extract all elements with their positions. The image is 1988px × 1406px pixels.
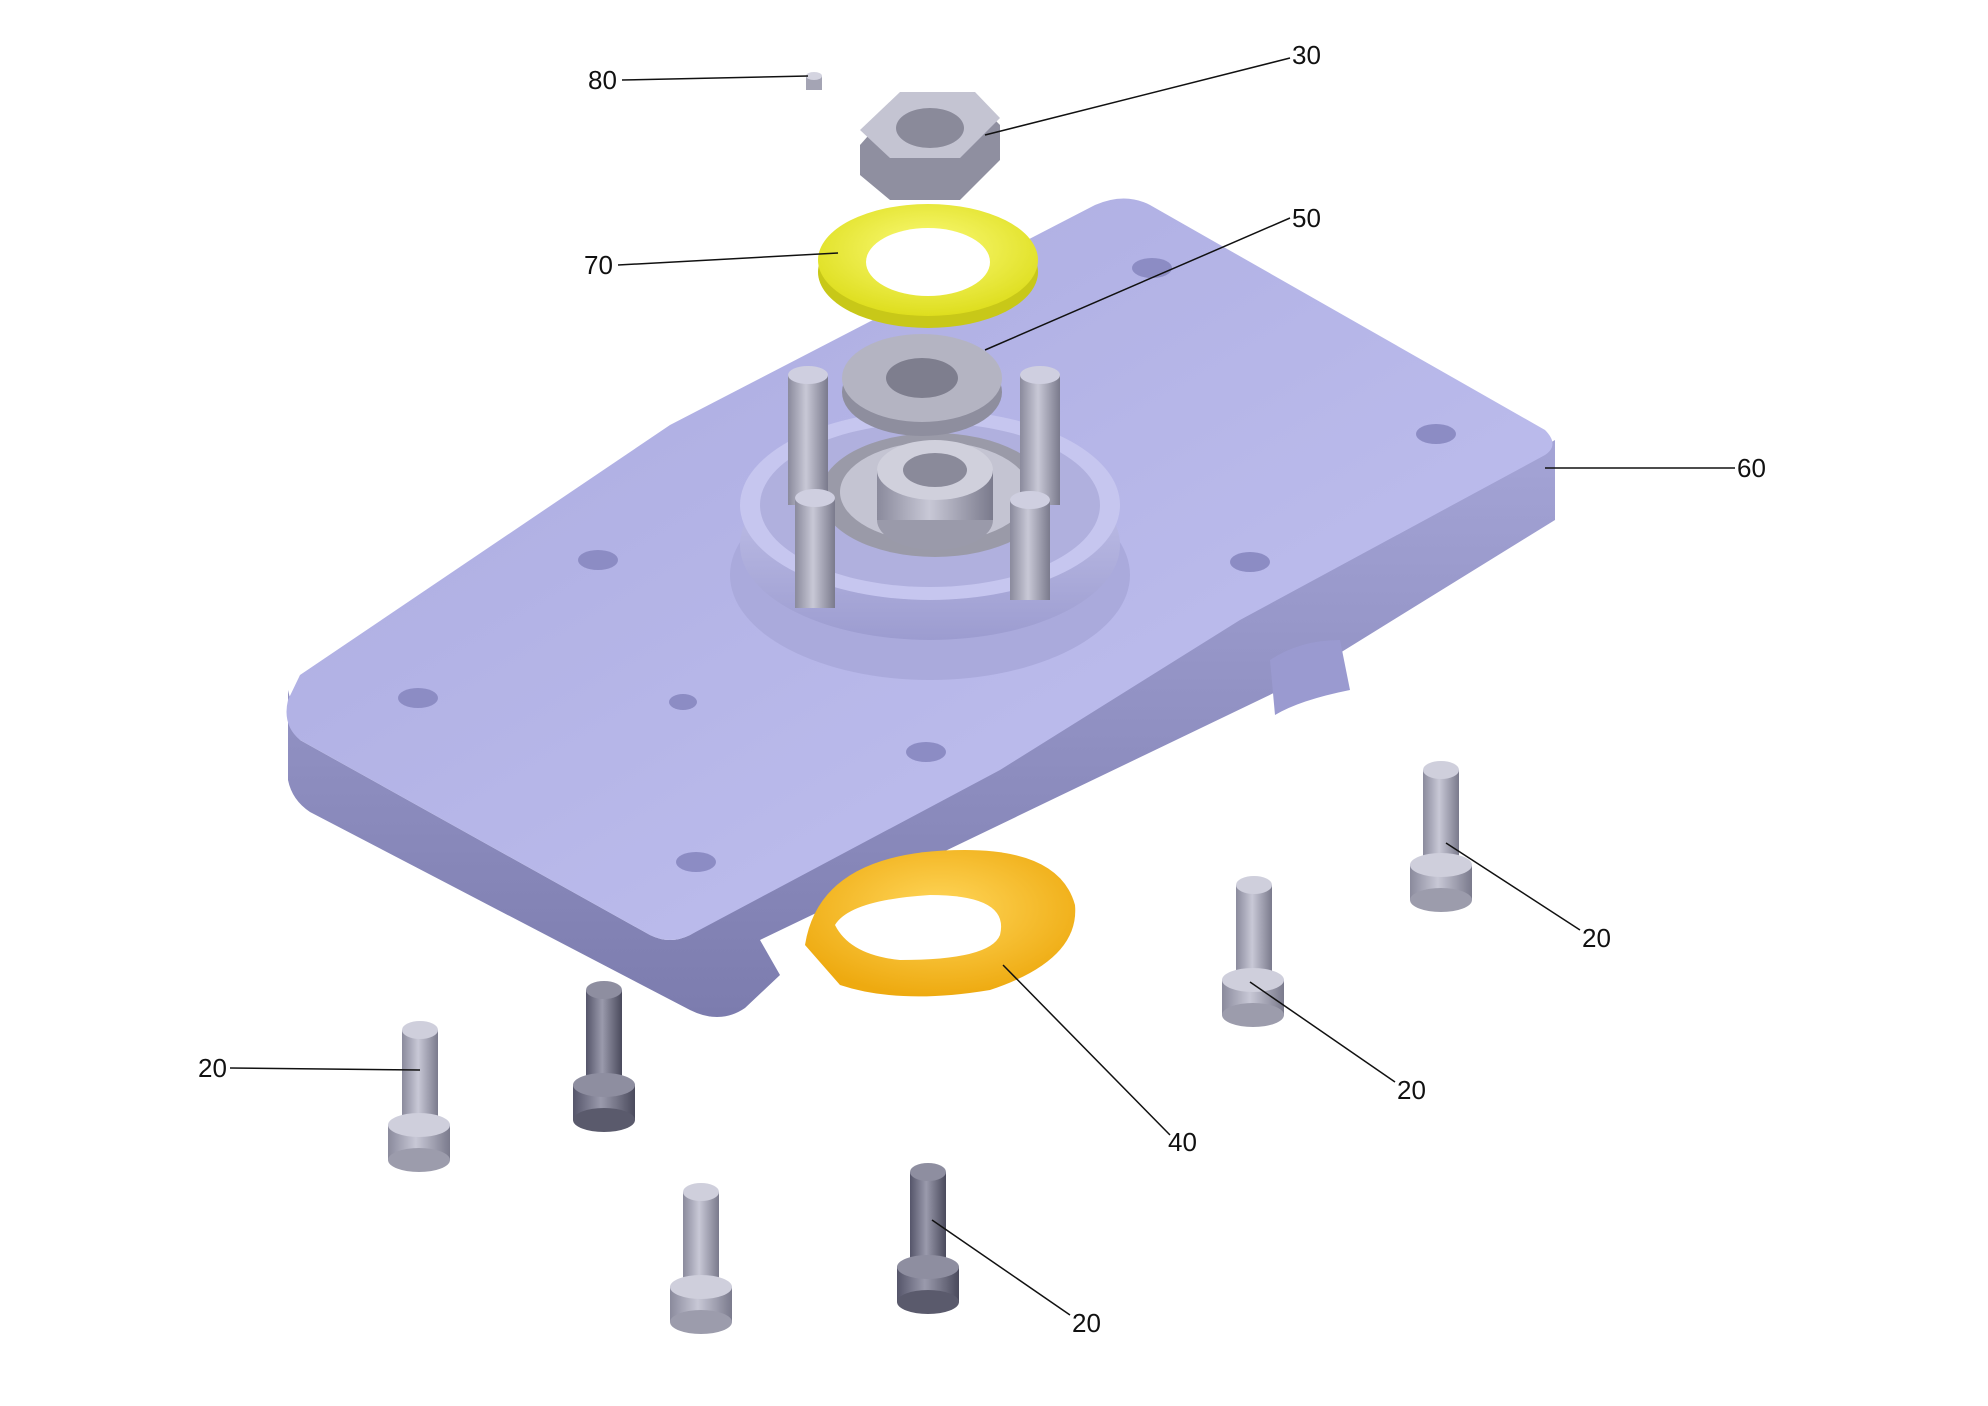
mounting-hole [578, 550, 618, 570]
leader-lines [229, 57, 1735, 1316]
leader-line-80 [621, 75, 809, 81]
callout-30: 30 [1292, 40, 1321, 70]
mounting-hole [906, 742, 946, 762]
cap-screw [573, 981, 635, 1132]
mounting-hole [1230, 552, 1270, 572]
leader-line-20d [931, 1219, 1071, 1316]
cap-screw [1222, 876, 1284, 1027]
mounting-hole [676, 852, 716, 872]
grease-nipple [806, 72, 822, 90]
cap-screw [1410, 761, 1472, 912]
bearing-housing [730, 366, 1130, 680]
callout-labels: 80 30 70 50 60 40 20 20 20 20 [198, 40, 1766, 1338]
cap-screws [388, 761, 1472, 1334]
mounting-hole [1132, 258, 1172, 278]
housing-post [795, 498, 835, 608]
base-plate-notch [1270, 640, 1350, 715]
leader-line-40 [1002, 964, 1171, 1136]
leader-line-50 [984, 217, 1291, 351]
leader-line-30 [984, 57, 1291, 136]
callout-50: 50 [1292, 203, 1321, 233]
cap-screw [897, 1163, 959, 1314]
washer [842, 334, 1002, 436]
leader-line-20a [229, 1067, 421, 1071]
leader-line-20b [1445, 842, 1581, 931]
callout-70: 70 [584, 250, 613, 280]
mounting-hole [669, 694, 697, 710]
cap-screw [670, 1183, 732, 1334]
cap-screw [388, 1021, 450, 1172]
upper-seal-ring [818, 204, 1038, 328]
leader-line-20c [1249, 981, 1396, 1083]
mounting-hole [398, 688, 438, 708]
callout-40: 40 [1168, 1127, 1197, 1157]
lower-seal-ring [805, 850, 1076, 997]
housing-post [1020, 375, 1060, 505]
callout-20-right: 20 [1397, 1075, 1426, 1105]
housing-post [1010, 500, 1050, 600]
housing-post [788, 375, 828, 505]
callout-20-left: 20 [198, 1053, 227, 1083]
callout-20-far-right: 20 [1582, 923, 1611, 953]
callout-20-bottom: 20 [1072, 1308, 1101, 1338]
mounting-hole [1416, 424, 1456, 444]
callout-60: 60 [1737, 453, 1766, 483]
hex-nut [860, 92, 1000, 200]
leader-line-70 [617, 252, 839, 266]
callout-80: 80 [588, 65, 617, 95]
